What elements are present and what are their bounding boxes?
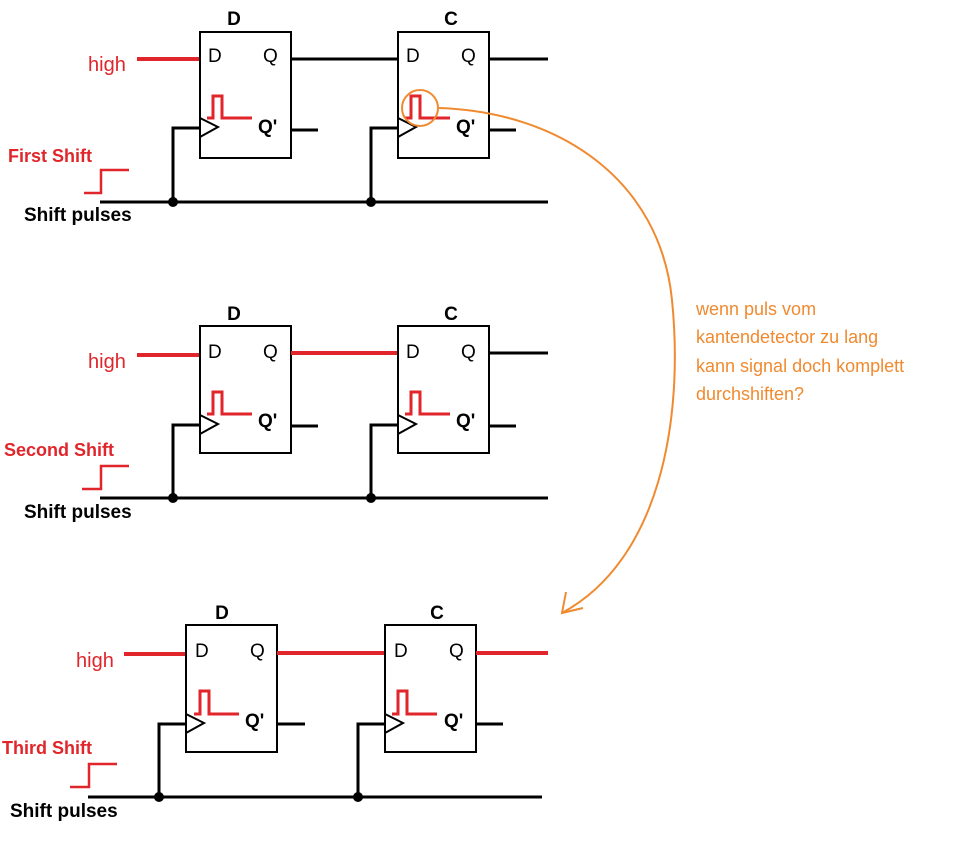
ff-d-pin: D: [406, 46, 420, 67]
junction-dot: [168, 197, 178, 207]
ff-title: C: [444, 9, 458, 30]
clock-triangle: [397, 414, 419, 435]
ff-qbar-pin: Q': [258, 117, 277, 138]
ff-q-pin: Q: [461, 46, 476, 67]
step-signal-icon: [84, 168, 129, 195]
clock-triangle: [199, 117, 221, 138]
ff-q-pin: Q: [263, 46, 278, 67]
clock-triangle: [397, 117, 419, 138]
ff-qbar-pin: Q': [245, 711, 264, 732]
ff-d-pin: D: [394, 641, 408, 662]
annotation-arrow: [438, 107, 676, 614]
flip-flop-d: [199, 325, 292, 454]
clock-branch: [356, 722, 385, 797]
ff-title: C: [444, 304, 458, 325]
ff-qbar-pin: Q': [456, 411, 475, 432]
flip-flop-d: [199, 31, 292, 159]
clock-branch: [369, 126, 398, 202]
arrow-head-icon: [560, 591, 584, 615]
annotation-text: wenn puls vom kantendetector zu lang kan…: [695, 299, 909, 404]
input-label: high: [88, 54, 126, 76]
edge-pulse-icon: [207, 94, 252, 120]
flip-flop-c: [384, 624, 477, 753]
edge-pulse-icon: [207, 390, 252, 416]
ff-d-pin: D: [208, 342, 222, 363]
ff-d-pin: D: [406, 342, 420, 363]
clock-branch: [171, 126, 200, 202]
ff-d-pin: D: [195, 641, 209, 662]
edge-pulse-icon: [194, 689, 239, 716]
ff-q-pin: Q: [461, 342, 476, 363]
clock-label: Shift pulses: [24, 205, 132, 226]
junction-dot: [154, 792, 164, 802]
stage-first-shift: high D D Q Q' C D Q Q' First Shift: [8, 9, 548, 226]
ff-title: C: [430, 603, 444, 624]
ff-qbar-pin: Q': [444, 711, 463, 732]
annotation: wenn puls vom kantendetector zu lang kan…: [438, 107, 909, 615]
ff-q-pin: Q: [449, 641, 464, 662]
shift-label: Second Shift: [4, 440, 114, 460]
input-label: high: [76, 650, 114, 672]
input-label: high: [88, 351, 126, 373]
junction-dot: [366, 197, 376, 207]
ff-qbar-pin: Q': [456, 117, 475, 138]
ff-qbar-pin: Q': [258, 411, 277, 432]
annotation-line: kantendetector zu lang: [696, 327, 878, 347]
clock-label: Shift pulses: [10, 801, 118, 822]
clock-triangle: [384, 713, 406, 734]
ff-title: D: [215, 603, 229, 624]
step-signal-icon: [82, 464, 129, 491]
ff-title: D: [227, 9, 241, 30]
step-signal-icon: [70, 762, 117, 789]
ff-d-pin: D: [208, 46, 222, 67]
annotation-line: wenn puls vom: [695, 299, 816, 319]
flip-flop-c: [397, 325, 490, 454]
clock-branch: [369, 423, 398, 498]
stage-second-shift: high D D Q Q' C D Q Q' Second Shift Shif…: [4, 304, 548, 523]
ff-title: D: [227, 304, 241, 325]
highlight-circle: [401, 89, 439, 127]
junction-dot: [168, 493, 178, 503]
clock-label: Shift pulses: [24, 502, 132, 523]
stage-third-shift: high D D Q Q' C D Q Q' Third Shift Shift…: [2, 603, 548, 822]
edge-pulse-icon: [405, 390, 450, 416]
edge-pulse-icon: [392, 689, 437, 716]
ff-q-pin: Q: [250, 641, 265, 662]
clock-branch: [171, 423, 200, 498]
clock-triangle: [199, 414, 221, 435]
junction-dot: [366, 493, 376, 503]
edge-pulse-icon: [405, 94, 450, 120]
annotation-line: kann signal doch komplett: [696, 356, 904, 376]
shift-label: First Shift: [8, 146, 92, 166]
ff-q-pin: Q: [263, 342, 278, 363]
shift-label: Third Shift: [2, 738, 92, 758]
junction-dot: [353, 792, 363, 802]
clock-branch: [157, 722, 186, 797]
annotation-line: durchshiften?: [696, 384, 804, 404]
clock-triangle: [185, 713, 207, 734]
flip-flop-d: [185, 624, 278, 753]
